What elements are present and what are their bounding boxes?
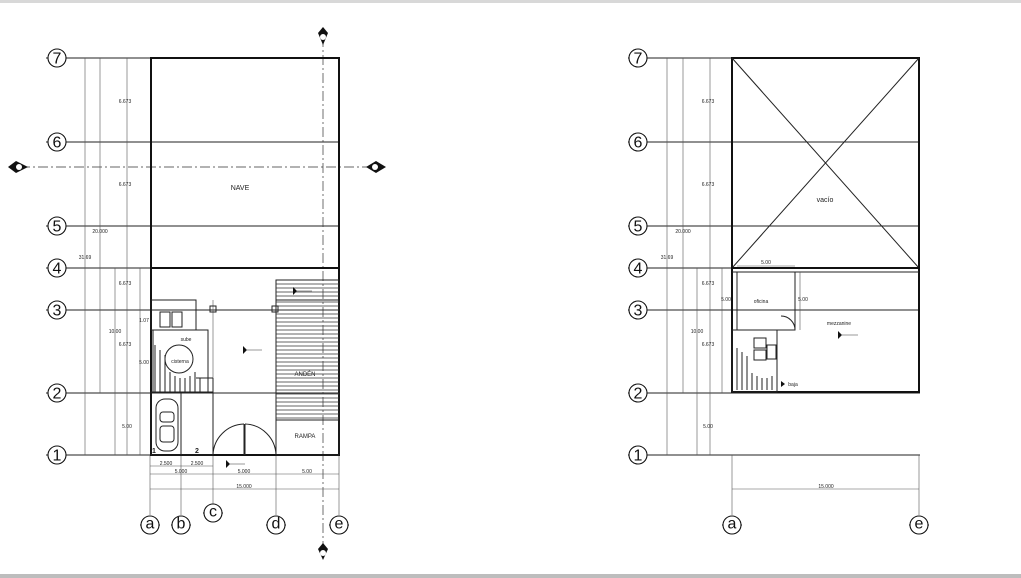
- dim-overall-total: 31.69: [79, 255, 92, 261]
- dim-row-2-1: 5.00: [122, 424, 132, 430]
- dim-overall-total-right: 31.69: [661, 255, 674, 261]
- dim-row-2-1-right: 5.00: [703, 424, 713, 430]
- grid-col-a-left: a: [146, 516, 155, 533]
- dim-office-depth: 5.00: [798, 297, 808, 303]
- dim-bay-7-6-right: 6.673: [702, 99, 715, 105]
- room-sube: sube: [181, 337, 192, 343]
- grid-row-5-right: 5: [634, 219, 643, 236]
- grid-row-4-left: 4: [53, 261, 62, 278]
- grid-row-4-right: 4: [634, 261, 643, 278]
- vertical-dims-left: [84, 58, 141, 455]
- grid-row-3-left: 3: [53, 303, 62, 320]
- room-vacio: vacío: [817, 197, 834, 204]
- col-bubbles-left: [140, 503, 349, 535]
- dim-small: 1.07: [139, 318, 149, 324]
- grid-col-e-right: e: [915, 516, 924, 533]
- parking-number-1: 1: [152, 448, 156, 455]
- grid-col-d-left: d: [272, 516, 281, 533]
- grid-row-1-left: 1: [53, 448, 62, 465]
- bottom-border: [0, 574, 1021, 578]
- grid-row-6-right: 6: [634, 135, 643, 152]
- dim-bay-6-5: 6.673: [119, 182, 132, 188]
- grid-row-5-left: 5: [53, 219, 62, 236]
- section-marker-right: [366, 161, 386, 173]
- section-marker-bottom: [318, 543, 328, 560]
- dim-lower-total: 10.00: [109, 329, 122, 335]
- upper-floor-plan: 6.673 6.673 6.673 6.673 31.69 20.000 10.…: [628, 48, 929, 535]
- building-outline-left: [150, 57, 340, 456]
- dim-office-width: 5.00: [761, 260, 771, 266]
- grid-row-1-right: 1: [634, 448, 643, 465]
- grid-lines-right: [648, 57, 920, 515]
- grid-row-6-left: 6: [53, 135, 62, 152]
- dim-col-a-b: 2.500: [160, 461, 173, 467]
- parking-number-2: 2: [195, 448, 199, 455]
- level-markers-right: [781, 331, 858, 387]
- double-door: [212, 405, 277, 456]
- col-bubbles-right: [722, 515, 929, 535]
- anden-dock: [275, 279, 340, 456]
- dim-col-d-e: 5.00: [302, 469, 312, 475]
- dim-stair: 5.00: [139, 360, 149, 366]
- grid-row-7-right: 7: [634, 51, 643, 68]
- grid-col-e-left: e: [335, 516, 344, 533]
- service-core-left: [150, 299, 279, 393]
- dim-col-a-c: 5.000: [175, 469, 188, 475]
- grid-col-c-left: c: [209, 504, 217, 521]
- grid-row-3-right: 3: [634, 303, 643, 320]
- dim-bay-3-2: 6.673: [119, 342, 132, 348]
- dim-upper-total: 20.000: [92, 229, 108, 235]
- parking-bay: [150, 391, 214, 456]
- dim-bay-4-3: 6.673: [119, 281, 132, 287]
- room-baja: baja: [788, 382, 798, 388]
- room-mezzanine: mezzanine: [827, 321, 851, 327]
- dim-col-b-c: 2.500: [191, 461, 204, 467]
- room-cisterna: cisterna: [171, 359, 189, 365]
- dim-upper-total-right: 20.000: [675, 229, 691, 235]
- grid-col-b-left: b: [177, 516, 186, 533]
- row-bubbles-right: [628, 48, 648, 465]
- dim-bay-3-2-right: 6.673: [702, 342, 715, 348]
- top-border: [0, 0, 1021, 3]
- room-nave: NAVE: [231, 185, 250, 192]
- section-marker-left: [8, 161, 28, 173]
- grid-row-2-right: 2: [634, 386, 643, 403]
- building-outline-right: [731, 57, 920, 393]
- level-markers-left: [226, 287, 312, 468]
- dim-bay-6-5-right: 6.673: [702, 182, 715, 188]
- dim-office-height: 5.00: [721, 297, 731, 303]
- ground-floor-plan: 6.673 6.673 6.673 6.673 31.69 20.000 10.…: [8, 27, 386, 560]
- horizontal-dims-left: [150, 465, 339, 490]
- axis-lines-left: [20, 37, 378, 553]
- dim-bay-4-3-right: 6.673: [702, 281, 715, 287]
- room-anden: ANDÉN: [294, 371, 315, 378]
- row-bubbles-left: [46, 48, 67, 465]
- dim-col-c-d: 5.000: [238, 469, 251, 475]
- grid-row-7-left: 7: [53, 51, 62, 68]
- room-rampa: RAMPA: [295, 434, 316, 440]
- vertical-dims-right: [666, 58, 801, 455]
- grid-lines-left: [66, 57, 340, 515]
- service-core-right: [731, 329, 778, 393]
- section-marker-top: [318, 27, 328, 45]
- dim-overall-width: 15.000: [236, 484, 252, 490]
- dim-lower-total-right: 10.00: [691, 329, 704, 335]
- grid-row-2-left: 2: [53, 386, 62, 403]
- dim-bay-7-6: 6.673: [119, 99, 132, 105]
- dim-overall-width-right: 15.000: [818, 484, 834, 490]
- grid-col-a-right: a: [728, 516, 737, 533]
- room-oficina: oficina: [754, 299, 769, 305]
- office-room: [736, 265, 796, 331]
